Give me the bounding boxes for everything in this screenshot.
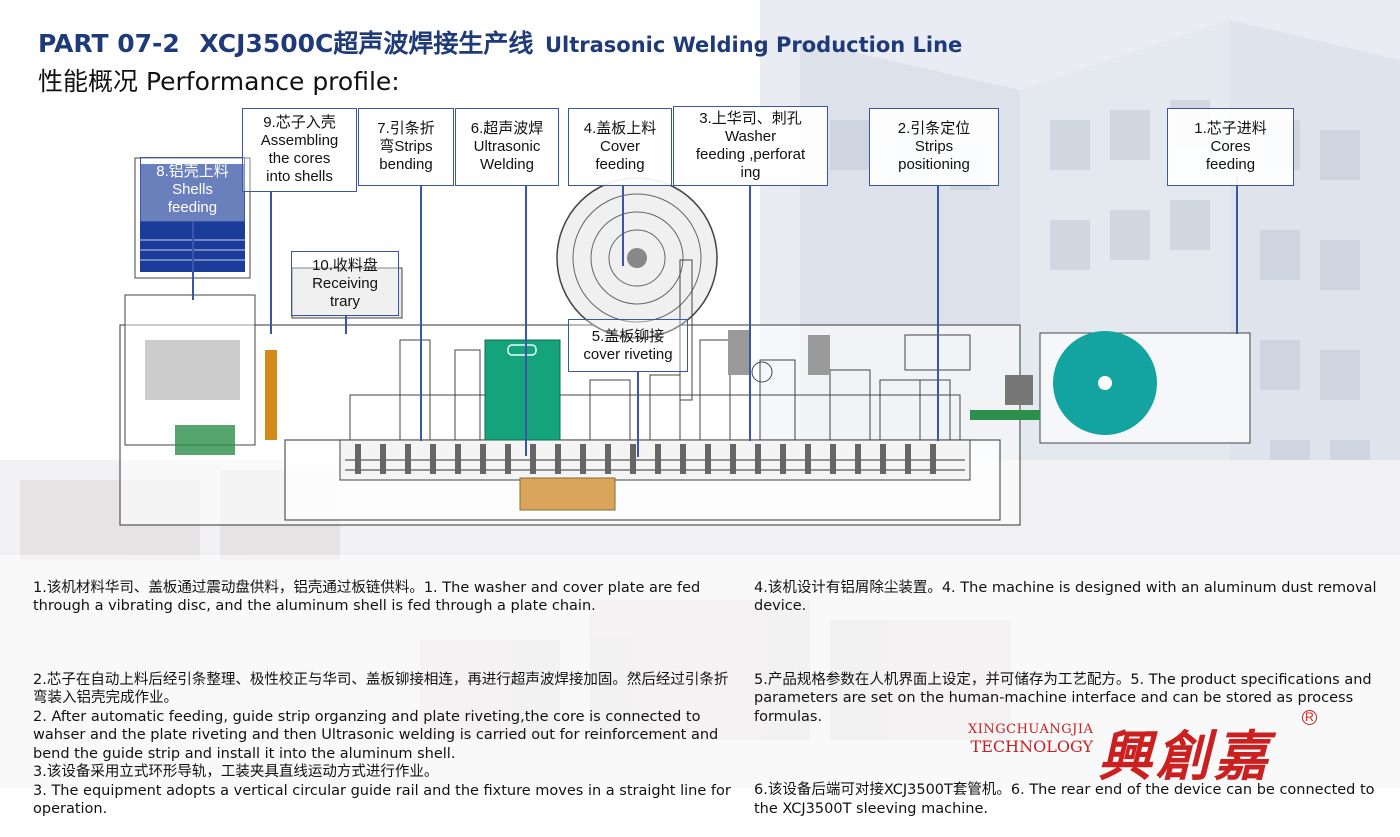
callout-assembling-cores: 9.芯子入壳 Assembling the cores into shells [242, 108, 357, 192]
leader-line-8 [192, 222, 194, 300]
callout-cover-riveting: 5.盖板铆接 cover riveting [568, 319, 688, 372]
logo-line-1: XINGCHUANGJIA [968, 722, 1094, 737]
logo-line-2: TECHNOLOGY [970, 737, 1093, 756]
machine-diagram [119, 157, 1251, 526]
spacer [33, 634, 733, 652]
callout-washer-feeding: 3.上华司、刺孔 Washer feeding ,perforat ing [673, 106, 828, 186]
title-model: XCJ3500C超声波焊接生产线 [199, 29, 534, 58]
leader-line-7 [420, 186, 422, 441]
leader-line-5 [637, 372, 639, 457]
callout-cores-feeding: 1.芯子进料 Cores feeding [1167, 108, 1294, 186]
description-left: 1.该机材料华司、盖板通过震动盘供料，铝壳通过板链供料。1. The washe… [33, 560, 733, 837]
company-logo-english: XINGCHUANGJIA TECHNOLOGY [968, 722, 1093, 756]
callout-shells-feeding: 8.铝壳上料 Shells feeding [140, 157, 245, 222]
leader-line-6 [525, 186, 527, 456]
description-item-5: 5.产品规格参数在人机界面上设定，并可储存为工艺配方。5. The produc… [754, 671, 1372, 725]
leader-line-10 [345, 316, 347, 334]
spacer [754, 634, 1379, 652]
title-english: Ultrasonic Welding Production Line [544, 33, 963, 57]
callout-cover-feeding: 4.盖板上料 Cover feeding [568, 108, 672, 186]
registered-mark-icon: R [1302, 710, 1317, 725]
description-item-6: 6.该设备后端可对接XCJ3500T套管机。6. The rear end of… [754, 782, 1375, 817]
title-part: PART 07-2 [38, 29, 180, 58]
leader-line-2 [937, 186, 939, 441]
callout-strips-positioning: 2.引条定位 Strips positioning [869, 108, 999, 186]
leader-line-3 [749, 186, 751, 441]
leader-line-1 [1236, 176, 1238, 334]
leader-line-9 [270, 192, 272, 334]
leader-line-4 [622, 186, 624, 266]
callout-receiving-tray: 10.收料盘 Receiving trary [291, 251, 399, 316]
description-item-1: 1.该机材料华司、盖板通过震动盘供料，铝壳通过板链供料。1. The washe… [33, 579, 701, 615]
callout-ultrasonic-welding: 6.超声波焊 Ultrasonic Welding [455, 108, 559, 186]
page-title: PART 07-2 XCJ3500C超声波焊接生产线 Ultrasonic We… [38, 24, 962, 60]
description-item-2-3: 2.芯子在自动上料后经引条整理、极性校正与华司、盖板铆接相连，再进行超声波焊接加… [33, 671, 731, 818]
company-logo-chinese: 興創嘉 [1098, 724, 1272, 788]
page-subtitle: 性能概况 Performance profile: [38, 67, 400, 96]
description-right: 4.该机设计有铝屑除尘装置。4. The machine is designed… [754, 560, 1379, 837]
description-item-4: 4.该机设计有铝屑除尘装置。4. The machine is designed… [754, 579, 1377, 615]
callout-strips-bending: 7.引条折 弯Strips bending [358, 108, 454, 186]
